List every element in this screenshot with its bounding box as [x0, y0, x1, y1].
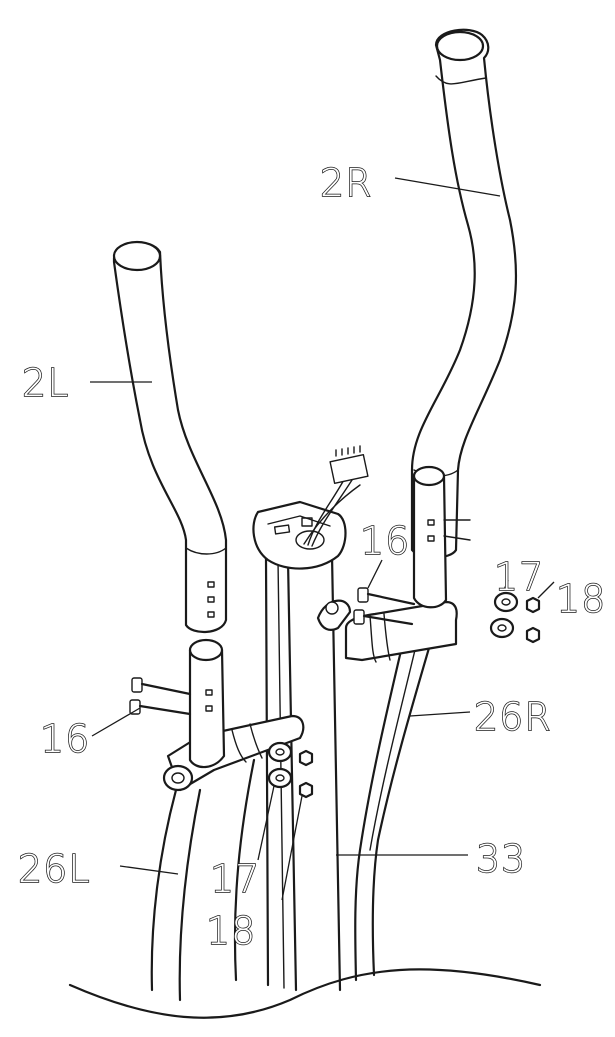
lower-arm-26R [354, 608, 442, 982]
right-pivot-assembly [344, 465, 471, 663]
label-18-right: 18 [556, 577, 606, 621]
left-pivot-assembly [162, 638, 305, 792]
handlebar-2L [112, 240, 228, 633]
label-2R: 2R [320, 161, 373, 205]
left-washers-nuts [267, 741, 314, 799]
right-washers-nuts [489, 591, 541, 644]
label-26L: 26L [18, 847, 91, 891]
base-cut-line [68, 968, 542, 1019]
right-bolts-16 [353, 587, 416, 626]
label-18-left: 18 [206, 909, 256, 953]
post-bracket [316, 599, 352, 631]
left-bolts-16 [129, 677, 192, 716]
lower-arm-26L [150, 758, 256, 1002]
label-26R: 26R [474, 695, 552, 739]
label-33: 33 [476, 837, 526, 881]
handlebar-2L-holes [207, 581, 215, 618]
part-labels: 2R 2L 16 17 18 16 26R 26L 33 17 18 [17, 160, 606, 954]
label-17-right: 17 [494, 555, 544, 599]
center-post-33 [252, 445, 369, 992]
label-16-top: 16 [360, 519, 410, 563]
wire-connector [303, 445, 369, 547]
label-16-left: 16 [40, 717, 90, 761]
leader-lines [90, 177, 555, 901]
label-2L: 2L [22, 361, 69, 405]
label-17-left: 17 [210, 857, 260, 901]
